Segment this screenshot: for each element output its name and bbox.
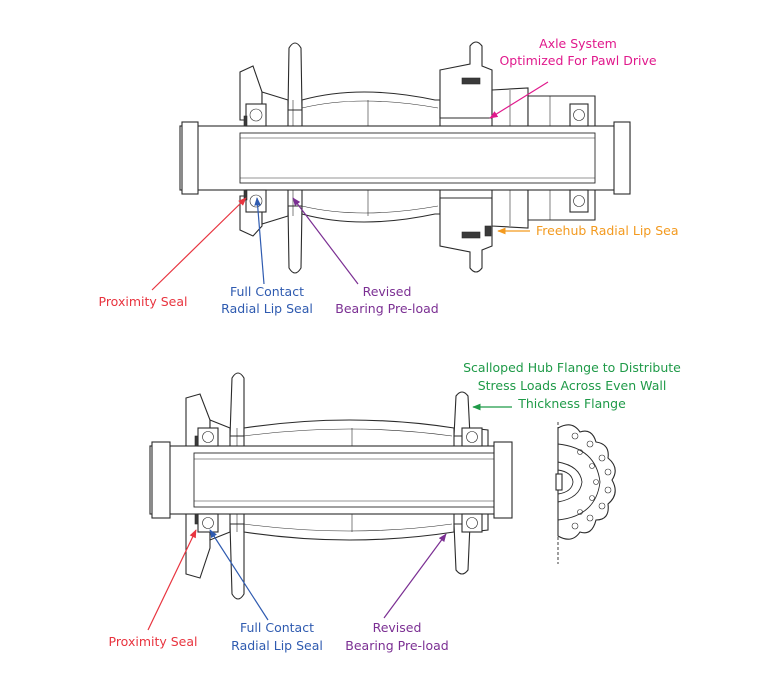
front-hub-drawing	[149, 372, 513, 600]
arrow-front-proximity-seal	[147, 529, 197, 631]
label-freehub-radial-lip-seal: Freehub Radial Lip Sea	[536, 223, 679, 238]
label-scalloped-line3: Thickness Flange	[517, 396, 626, 411]
label-rear-proximity-seal: Proximity Seal	[99, 294, 188, 309]
label-scalloped-line1: Scalloped Hub Flange to Distribute	[463, 360, 681, 375]
arrow-rear-preload	[292, 197, 359, 285]
label-rear-preload-line2: Bearing Pre-load	[335, 301, 438, 316]
label-scalloped-line2: Stress Loads Across Even Wall	[478, 378, 667, 393]
front-hub-callout-arrows	[147, 403, 512, 631]
arrow-front-preload	[383, 533, 447, 619]
label-rear-preload-line1: Revised	[363, 284, 412, 299]
label-front-proximity-seal: Proximity Seal	[109, 634, 198, 649]
rear-hub-labels: Axle System Optimized For Pawl Drive Fre…	[99, 36, 679, 316]
label-front-full-contact-line1: Full Contact	[240, 620, 314, 635]
label-front-preload-line2: Bearing Pre-load	[345, 638, 448, 653]
arrow-axle-system	[489, 81, 549, 119]
arrow-front-full-contact	[209, 529, 269, 621]
front-hub-labels: Scalloped Hub Flange to Distribute Stres…	[109, 360, 682, 653]
arrow-rear-full-contact	[254, 197, 265, 285]
label-rear-full-contact-line2: Radial Lip Seal	[221, 301, 313, 316]
label-front-full-contact-line2: Radial Lip Seal	[231, 638, 323, 653]
scalloped-flange-detail	[555, 422, 616, 564]
arrow-rear-proximity-seal	[151, 197, 247, 291]
label-axle-system-line2: Optimized For Pawl Drive	[499, 53, 656, 68]
rear-hub-drawing	[179, 41, 631, 274]
label-axle-system-line1: Axle System	[539, 36, 617, 51]
rear-hub-callout-arrows	[151, 81, 549, 291]
label-rear-full-contact-line1: Full Contact	[230, 284, 304, 299]
label-front-preload-line1: Revised	[373, 620, 422, 635]
